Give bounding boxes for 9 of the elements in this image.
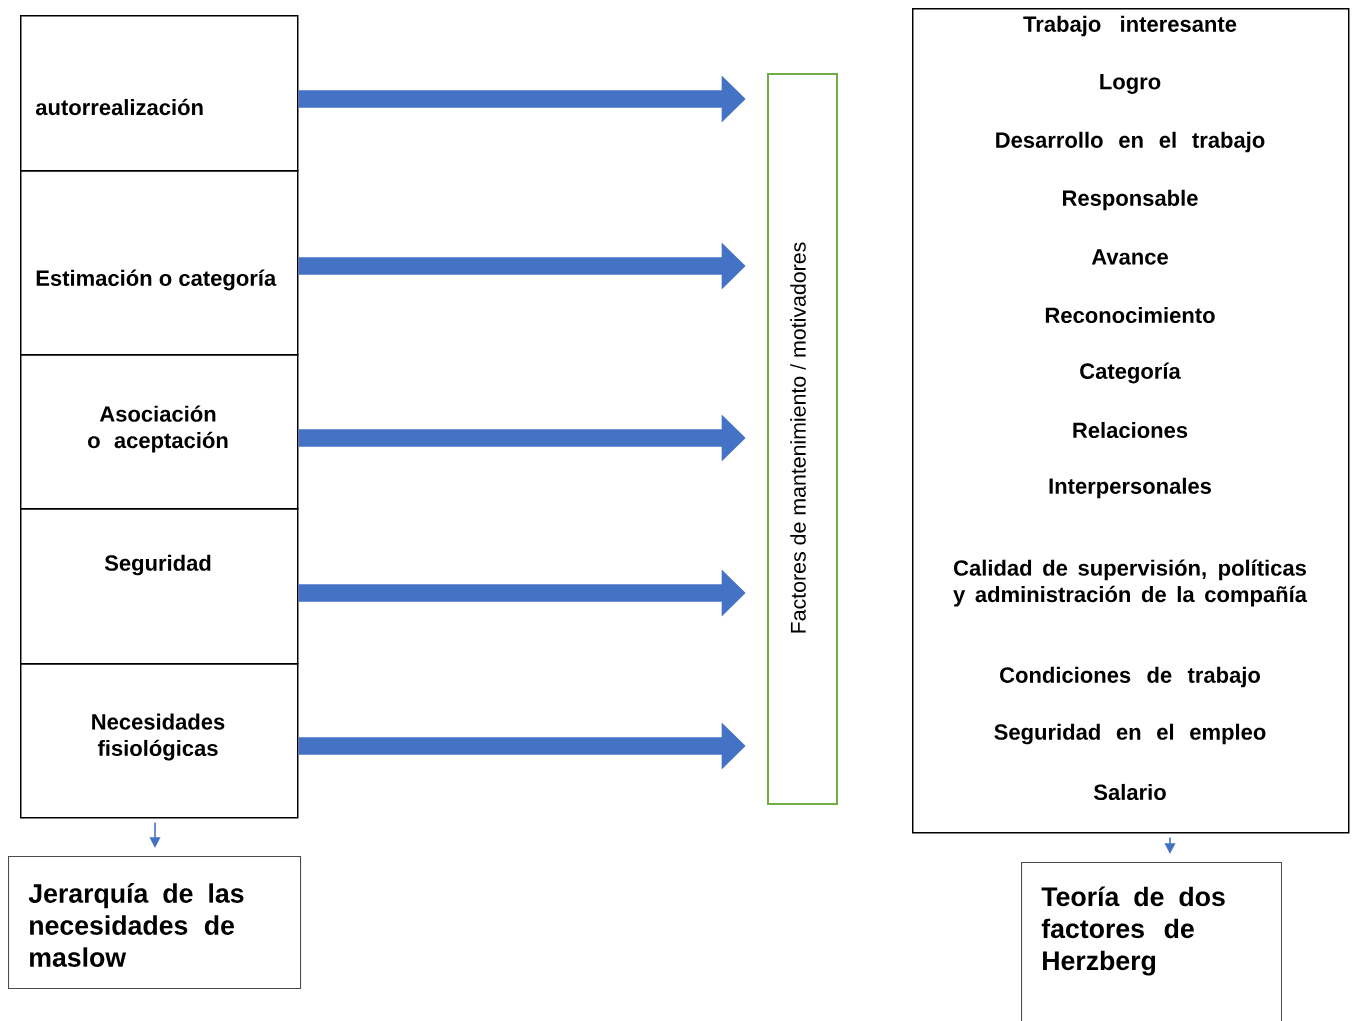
level-box: Seguridad bbox=[20, 508, 299, 665]
title-box: Teoría de dos factores de Herzberg bbox=[1021, 862, 1283, 1021]
factor-band: Factores de mantenimiento / motivadores bbox=[767, 73, 838, 805]
level-box: Necesidades fisiológicas bbox=[20, 663, 299, 819]
factor-list-box: Trabajo interesante Logro Desarrollo en el trabajo Responsable Avance Reconocimiento Categoría Relaciones Interpersonales Calidad de supervisión, políticas y administración de la compañía Condiciones de trabajo Seguridad en el empleo Salario bbox=[912, 8, 1350, 834]
level-box: Asociación o aceptación bbox=[20, 354, 299, 510]
level-box: autorrealización bbox=[20, 15, 299, 172]
level-box: Estimación o categoría bbox=[20, 170, 299, 356]
title-box: Jerarquía de las necesidades de maslow bbox=[8, 856, 302, 990]
